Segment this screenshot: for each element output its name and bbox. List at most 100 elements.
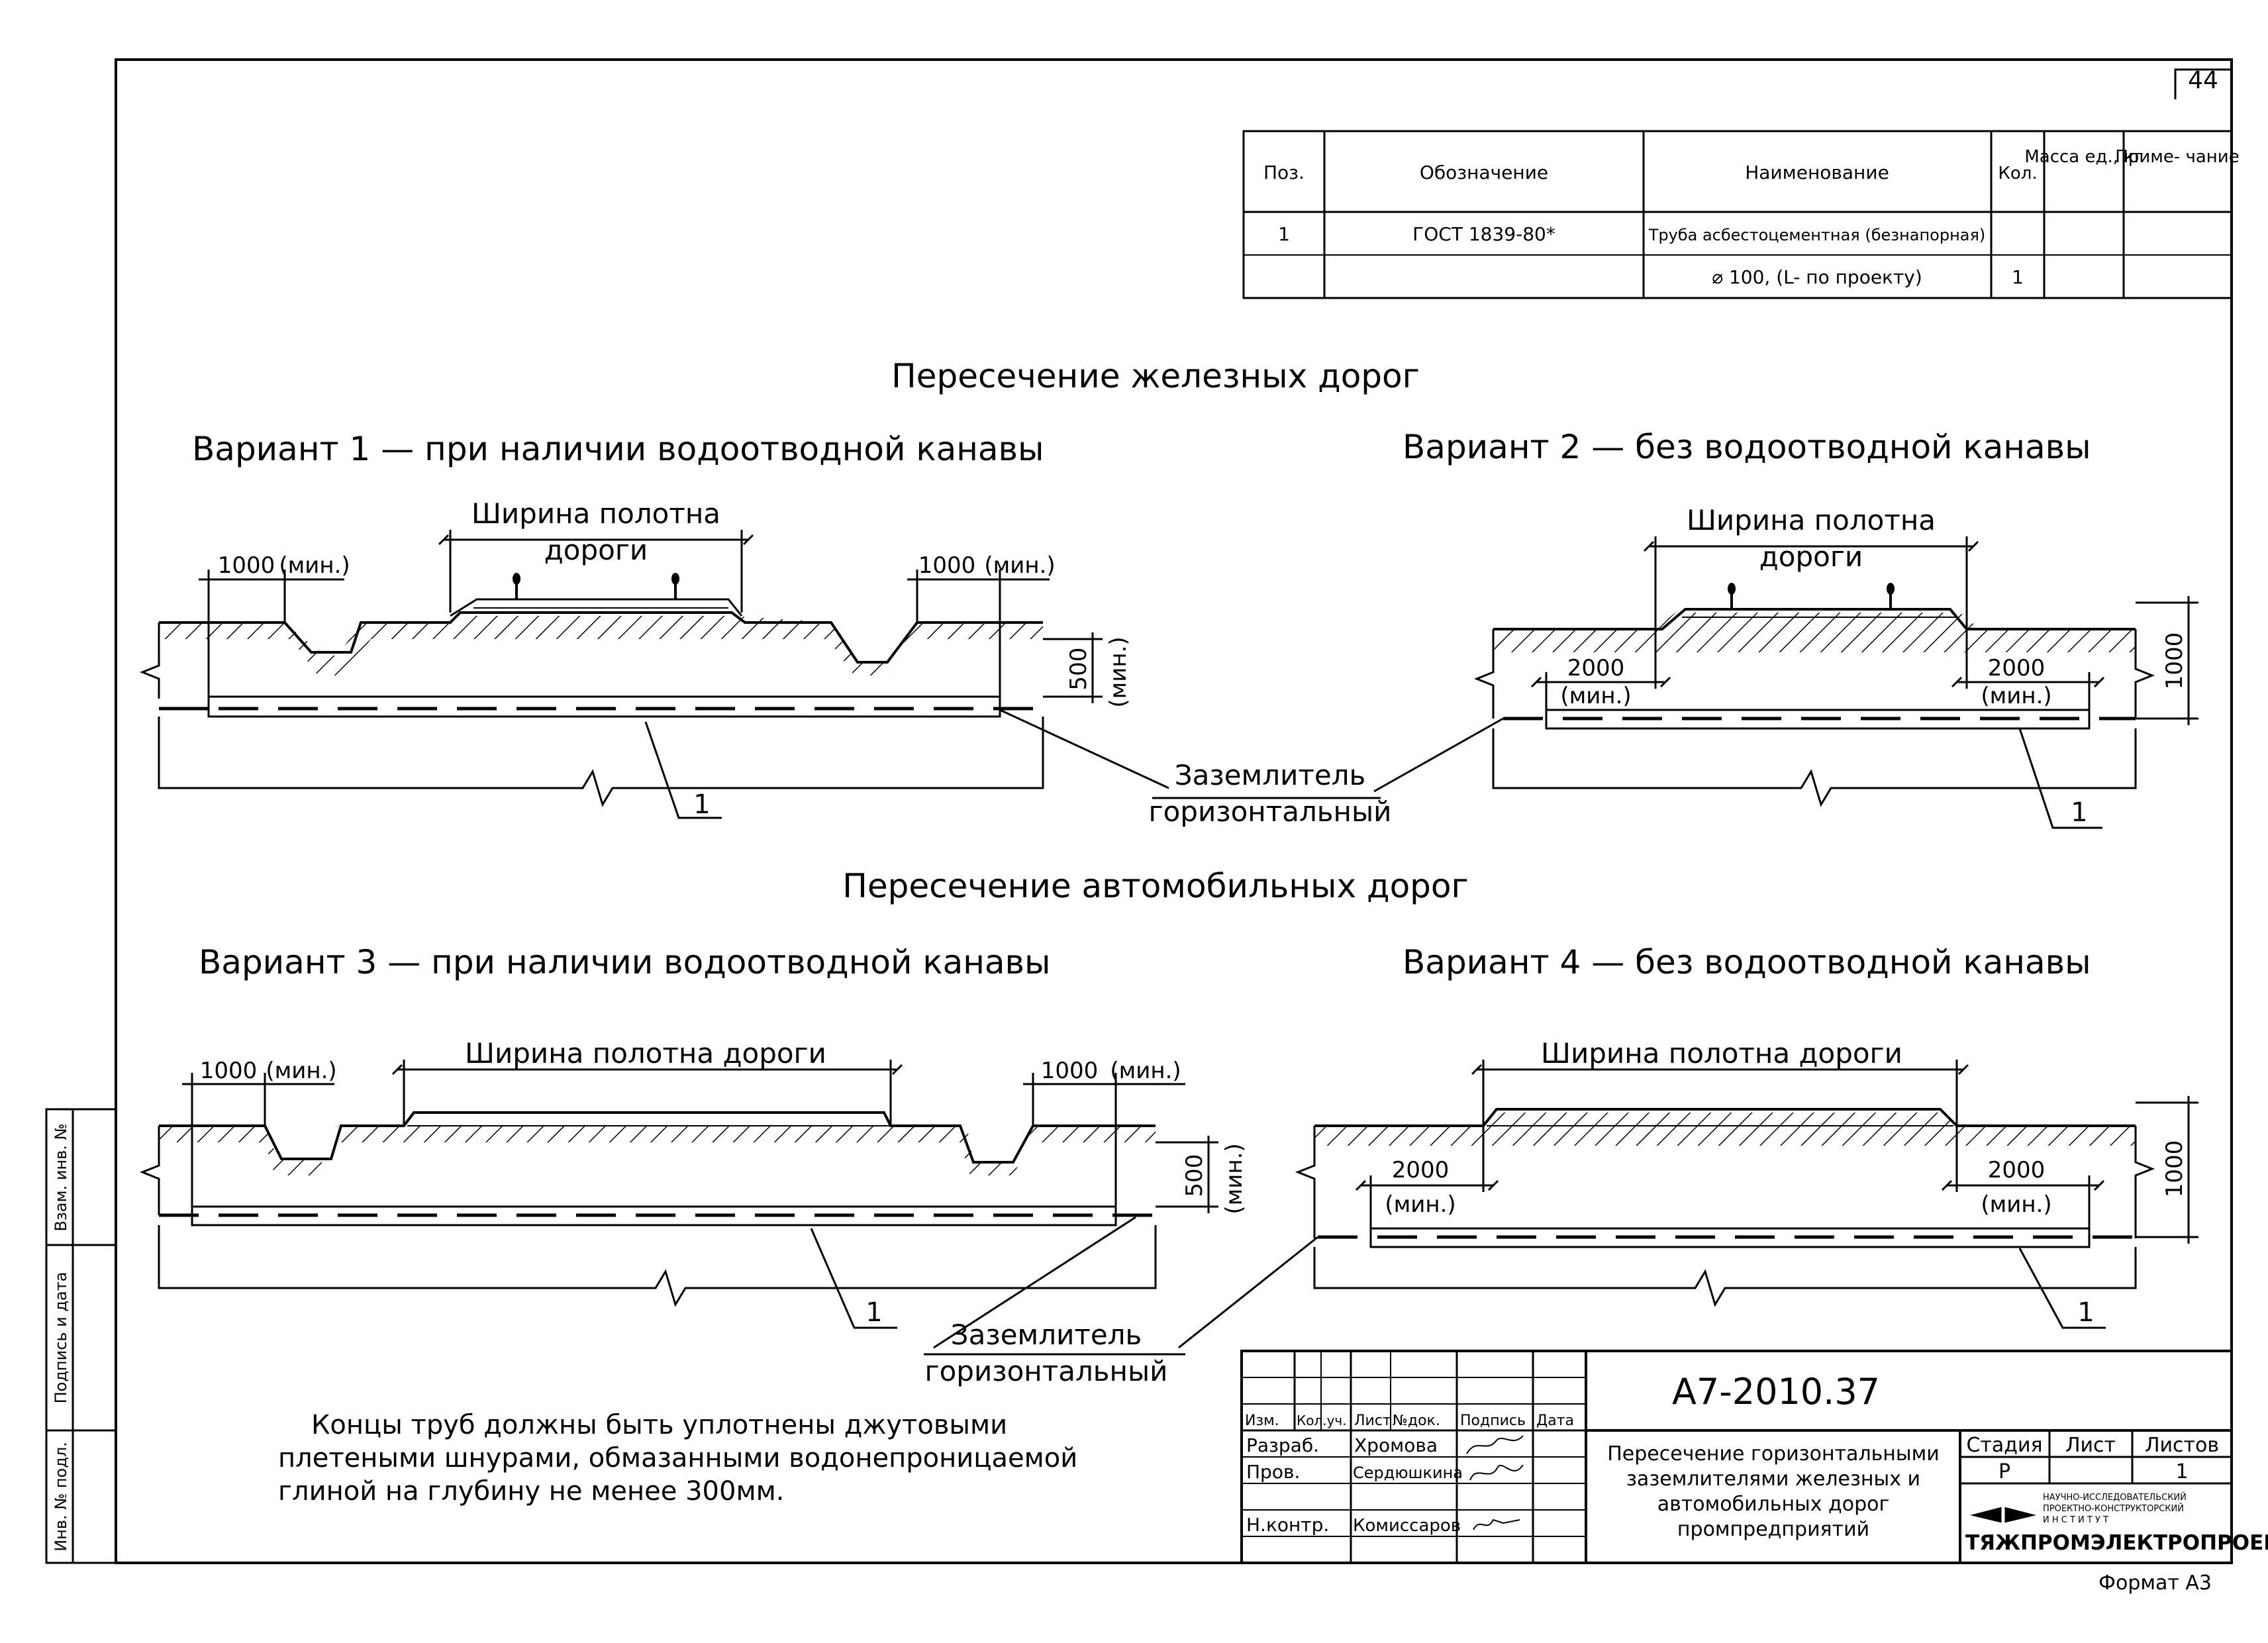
v2-width-label-2: дороги (1759, 540, 1863, 573)
v3-width-label: Ширина полотна дороги (465, 1037, 826, 1070)
v4-ground-line (1314, 1108, 2136, 1127)
v1-dim-left: 1000 (218, 552, 275, 579)
tb-title-4: промпредприятий (1677, 1518, 1869, 1541)
v3-diagram: Ширина полотна дороги 1000 (мин.) 1000 (… (139, 1037, 1248, 1329)
tb-stage-value: Р (1998, 1460, 2010, 1483)
spec-row1-designation: ГОСТ 1839-80* (1412, 223, 1555, 245)
grounding-top-2: горизонтальный (1149, 795, 1392, 828)
sheet-number: 44 (2188, 67, 2218, 94)
v1-pipe (207, 695, 1001, 718)
v3-dim-left: 1000 (200, 1058, 258, 1084)
spec-header-qty: Кол. (1998, 164, 2037, 183)
org-small-2: ПРОЕКТНО-КОНСТРУКТОРСКИЙ (2043, 1503, 2184, 1514)
v2-pipe (1545, 709, 2091, 730)
v3-dim-depth-min: (мин.) (1221, 1143, 1248, 1214)
tb-col-data: Дата (1536, 1413, 1574, 1429)
tb-name-1: Хромова (1354, 1434, 1438, 1456)
v1-width-label-1: Ширина полотна (471, 497, 720, 530)
v3-dim-depth: 500 (1181, 1154, 1208, 1197)
spec-header-note-text: Приме- чание (2115, 147, 2239, 167)
signature-4 (1473, 1519, 1520, 1530)
section-road-title: Пересечение автомобильных дорог (842, 867, 1469, 905)
format-label: Формат А3 (2098, 1571, 2212, 1595)
v3-dim-left-min: (мин.) (266, 1058, 336, 1084)
tb-sheet-header: Лист (2065, 1434, 2116, 1457)
side-stamp: Взам. инв. № Подпись и дата Инв. № подл. (45, 1108, 117, 1564)
tb-code: А7-2010.37 (1672, 1371, 1880, 1413)
v1-title: Вариант 1 — при наличии водоотводной кан… (192, 430, 1044, 468)
v1-dim-depth: 500 (1065, 648, 1092, 691)
spec-row1-pos: 1 (1278, 223, 1290, 245)
v2-dim-right: 2000 (1988, 655, 2046, 681)
tb-col-koluch: Кол.уч. (1297, 1413, 1347, 1428)
tb-name-4: Комиссаров (1353, 1516, 1461, 1536)
v3-dim-right-min: (мин.) (1110, 1058, 1181, 1084)
grounding-top-1: Заземлитель (1175, 759, 1366, 791)
title-block: Изм. Кол.уч. Лист №док. Подпись Дата Раз… (1240, 1350, 2268, 1564)
v4-dim-right: 2000 (1988, 1157, 2046, 1183)
spec-header-note: Приме- чание (2115, 147, 2239, 167)
tb-role-4: Н.контр. (1246, 1514, 1329, 1536)
v4-title: Вариант 4 — без водоотводной канавы (1403, 943, 2091, 981)
spec-header-designation: Обозначение (1420, 162, 1548, 183)
v1-width-label-2: дороги (544, 534, 648, 566)
v4-dim-depth: 1000 (2161, 1140, 2188, 1198)
v1-railbed (450, 598, 743, 617)
v1-dim-right: 1000 (918, 552, 976, 579)
v4-diagram: Ширина полотна дороги 2000 (мин.) 2000 (… (1295, 1037, 2198, 1329)
sheet-number-box: 44 (2174, 67, 2232, 99)
spec-header-mass-text: Масса ед., кг (2024, 147, 2143, 167)
grounding-bottom-1: Заземлитель (951, 1319, 1142, 1351)
v3-title: Вариант 3 — при наличии водоотводной кан… (199, 943, 1051, 981)
v1-dim-depth-min: (мин.) (1105, 636, 1132, 707)
org-small-1: НАУЧНО-ИССЛЕДОВАТЕЛЬСКИЙ (2043, 1492, 2187, 1503)
v4-dim-left: 2000 (1392, 1157, 1450, 1183)
v2-dim-left-min: (мин.) (1560, 683, 1631, 709)
v2-rail-left (1728, 583, 1736, 609)
v4-callout: 1 (2077, 1297, 2094, 1328)
tb-role-1: Разраб. (1246, 1434, 1319, 1456)
v2-rail-right (1887, 583, 1895, 609)
spec-header-mass: Масса ед., кг (2024, 147, 2143, 167)
v1-rail-right (671, 573, 679, 599)
stamp-signature-date: Подпись и дата (52, 1272, 70, 1404)
v4-dim-right-min: (мин.) (1981, 1191, 2051, 1218)
v3-callout: 1 (865, 1297, 882, 1328)
tb-title-1: Пересечение горизонтальными (1607, 1442, 1939, 1466)
grounding-label-bottom: Заземлитель горизонтальный (924, 1216, 1318, 1387)
spec-row2-qty: 1 (2012, 266, 2024, 288)
spec-header-name: Наименование (1745, 162, 1889, 183)
signature-1 (1466, 1435, 1524, 1454)
note-line-3: глиной на глубину не менее 300мм. (278, 1476, 785, 1507)
tb-col-ndok: №док. (1393, 1413, 1440, 1429)
v2-diagram: Ширина полотна дороги 2000 (мин.) 2000 (… (1473, 504, 2198, 829)
stamp-original-inv: Инв. № подл. (52, 1442, 70, 1552)
v2-ground-hatch (1493, 613, 2136, 652)
v2-dim-right-min: (мин.) (1981, 683, 2051, 709)
tb-name-2: Сердюшкина (1353, 1464, 1463, 1482)
grounding-bottom-2: горизонтальный (925, 1355, 1168, 1387)
spec-row1-name: Труба асбестоцементная (безнапорная) (1648, 226, 1986, 244)
v1-ground-hatch (159, 616, 1043, 675)
v4-dim-left-min: (мин.) (1385, 1191, 1455, 1218)
tb-sheets-value: 1 (2175, 1460, 2188, 1483)
tb-col-list: Лист (1354, 1413, 1391, 1429)
v1-ground-line (159, 611, 1043, 664)
v3-ground-hatch (159, 1126, 1156, 1175)
v1-diagram: Ширина полотна дороги 1000 (мин.) 1000 (… (139, 497, 1132, 820)
spec-table: Поз. Обозначение Наименование Кол. Масса… (1242, 130, 2240, 299)
tb-title-2: заземлителями железных и (1626, 1468, 1920, 1491)
note-text: Концы труб должны быть уплотнены джутовы… (278, 1410, 1077, 1507)
org-small-3: И Н С Т И Т У Т (2043, 1515, 2108, 1525)
v1-dim-left-min: (мин.) (279, 552, 350, 579)
tb-col-podpis: Подпись (1460, 1413, 1526, 1429)
v4-ground-hatch (1314, 1113, 2136, 1146)
org-logo: НАУЧНО-ИССЛЕДОВАТЕЛЬСКИЙ ПРОЕКТНО-КОНСТР… (1965, 1492, 2268, 1555)
v4-pipe (1369, 1227, 2091, 1248)
tb-stage-header: Стадия (1966, 1434, 2042, 1457)
v2-callout: 1 (2071, 797, 2087, 828)
spec-row2-name: ⌀ 100, (L- по проекту) (1712, 266, 1922, 288)
stamp-replaced-inv: Взам. инв. № (52, 1124, 70, 1232)
v2-title: Вариант 2 — без водоотводной канавы (1403, 428, 2091, 466)
